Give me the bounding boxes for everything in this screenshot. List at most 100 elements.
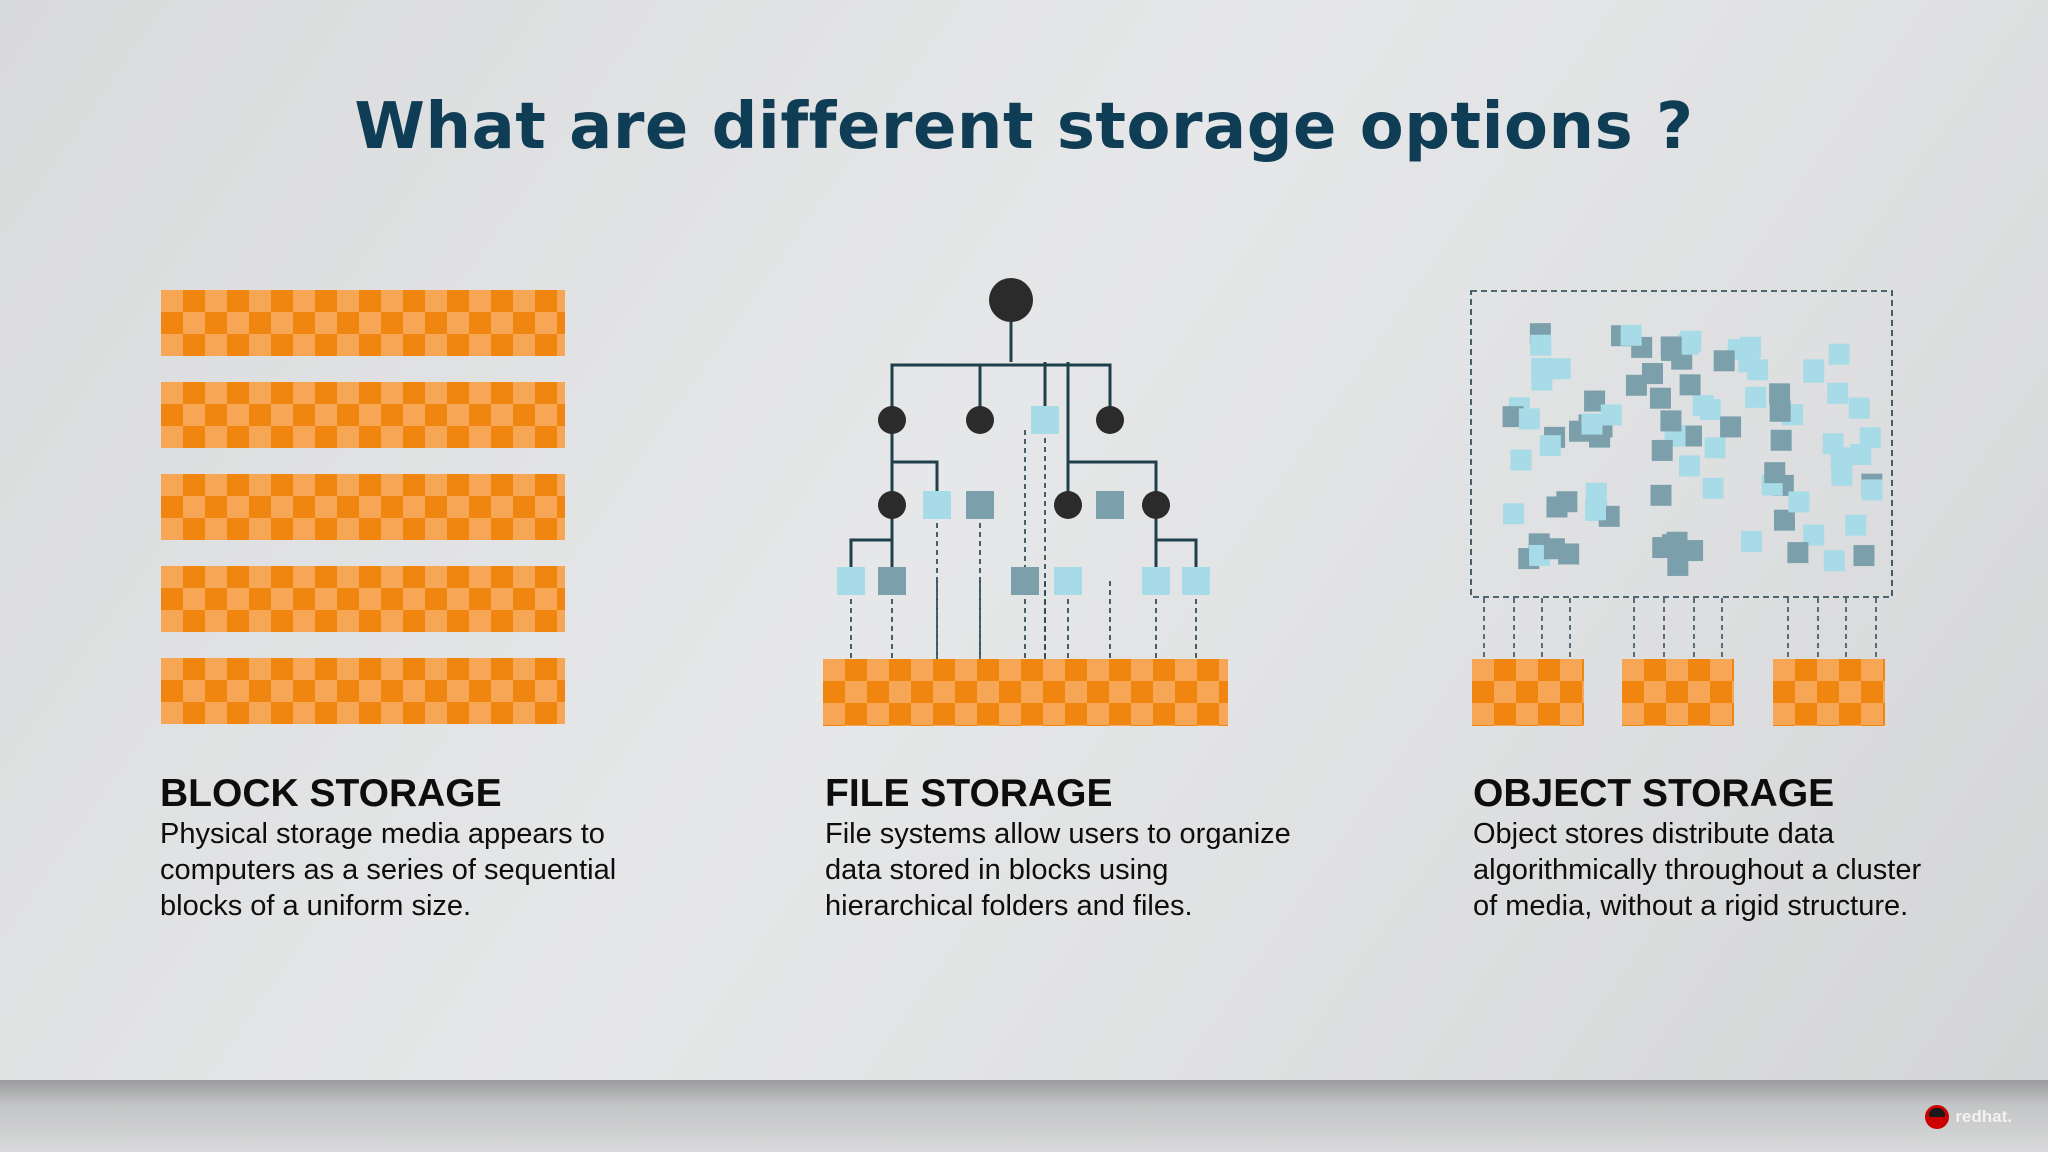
object-square-icon xyxy=(1850,444,1872,466)
object-square-icon xyxy=(1546,496,1568,518)
block-bar xyxy=(161,382,565,448)
object-square-icon xyxy=(1803,361,1825,383)
object-square-icon xyxy=(1625,374,1647,396)
object-block-chunk xyxy=(1773,659,1885,726)
redhat-logo-text: redhat. xyxy=(1955,1107,2012,1126)
folder-node-icon xyxy=(1096,406,1124,434)
object-square-icon xyxy=(1770,429,1792,451)
object-square-icon xyxy=(1641,363,1663,385)
object-square-icon xyxy=(1861,479,1883,501)
tree-branch xyxy=(849,505,894,581)
file-block-bar xyxy=(823,659,1228,726)
block-bar xyxy=(161,474,565,540)
object-square-icon xyxy=(1584,390,1606,412)
block-bar xyxy=(161,290,565,356)
object-square-icon xyxy=(1549,358,1571,380)
object-square-icon xyxy=(1679,374,1701,396)
object-square-icon xyxy=(1620,324,1642,346)
object-block-chunk xyxy=(1472,659,1584,726)
file-storage-section: FILE STORAGE File systems allow users to… xyxy=(825,772,1295,924)
object-square-icon xyxy=(1660,410,1682,432)
object-square-icon xyxy=(1600,404,1622,426)
block-storage-description: Physical storage media appears to comput… xyxy=(160,818,617,922)
root-node-icon xyxy=(989,278,1033,322)
object-square-icon xyxy=(1745,386,1767,408)
object-square-icon xyxy=(1788,491,1810,513)
object-square-icon xyxy=(1649,387,1671,409)
object-square-icon xyxy=(1803,524,1825,546)
tree-branch xyxy=(892,460,939,505)
object-square-icon xyxy=(1584,499,1606,521)
file-storage-heading: FILE STORAGE xyxy=(825,772,1113,815)
folder-node-icon xyxy=(1054,491,1082,519)
file-square-icon xyxy=(1054,567,1082,595)
object-square-icon xyxy=(1787,542,1809,564)
object-square-icon xyxy=(1581,413,1603,435)
folder-node-icon xyxy=(966,406,994,434)
file-square-icon xyxy=(1031,406,1059,434)
file-square-icon xyxy=(1011,567,1039,595)
object-square-icon xyxy=(1650,484,1672,506)
object-square-icon xyxy=(1518,408,1540,430)
object-square-icon xyxy=(1720,416,1742,438)
file-square-icon xyxy=(966,491,994,519)
object-square-icon xyxy=(1692,395,1714,417)
object-square-icon xyxy=(1558,543,1580,565)
file-square-icon xyxy=(1142,567,1170,595)
object-square-icon xyxy=(1747,359,1769,381)
folder-node-icon xyxy=(878,491,906,519)
object-square-icon xyxy=(1502,406,1524,428)
object-square-icon xyxy=(1769,383,1791,405)
object-square-icon xyxy=(1828,343,1850,365)
tree-branch xyxy=(1154,505,1198,581)
object-square-icon xyxy=(1652,537,1674,559)
object-square-icon xyxy=(1764,462,1786,484)
file-square-icon xyxy=(1182,567,1210,595)
object-storage-heading: OBJECT STORAGE xyxy=(1473,772,1835,815)
object-square-icon xyxy=(1530,334,1552,356)
object-square-icon xyxy=(1827,382,1849,404)
block-storage-heading: BLOCK STORAGE xyxy=(160,772,502,815)
file-storage-illustration xyxy=(823,278,1228,726)
object-square-icon xyxy=(1503,503,1525,525)
slide-title: What are different storage options ? xyxy=(354,90,1694,164)
block-bar xyxy=(161,566,565,632)
object-square-icon xyxy=(1651,439,1673,461)
object-storage-description: Object stores distribute data algorithmi… xyxy=(1473,818,1922,922)
object-square-icon xyxy=(1679,455,1701,477)
object-square-icon xyxy=(1713,350,1735,372)
folder-node-icon xyxy=(1142,491,1170,519)
folder-node-icon xyxy=(878,406,906,434)
file-square-icon xyxy=(878,567,906,595)
object-square-icon xyxy=(1859,427,1881,449)
object-square-icon xyxy=(1531,369,1553,391)
file-storage-description: File systems allow users to organize dat… xyxy=(825,818,1291,922)
tree-branch xyxy=(890,363,1112,418)
tree-branch xyxy=(1068,460,1158,505)
object-square-icon xyxy=(1660,336,1682,358)
object-square-icon xyxy=(1830,447,1852,469)
object-square-icon xyxy=(1704,437,1726,459)
object-square-icon xyxy=(1678,333,1700,355)
object-square-icon xyxy=(1769,400,1791,422)
object-square-icon xyxy=(1667,554,1689,576)
object-square-icon xyxy=(1510,449,1532,471)
footer-bar xyxy=(0,1080,2048,1152)
object-square-icon xyxy=(1702,477,1724,499)
file-square-icon xyxy=(923,491,951,519)
file-square-icon xyxy=(1096,491,1124,519)
object-square-icon xyxy=(1741,531,1763,553)
object-storage-illustration xyxy=(1470,290,1893,726)
block-bar xyxy=(161,658,565,724)
block-storage-section: BLOCK STORAGE Physical storage media app… xyxy=(160,772,630,924)
redhat-logo: redhat. xyxy=(1925,1105,2012,1129)
object-square-icon xyxy=(1680,425,1702,447)
block-storage-illustration xyxy=(161,290,565,724)
object-square-icon xyxy=(1853,545,1875,567)
object-square-icon xyxy=(1831,464,1853,486)
object-square-icon xyxy=(1773,509,1795,531)
object-pool-boundary xyxy=(1470,290,1893,598)
object-square-icon xyxy=(1848,397,1870,419)
object-square-icon xyxy=(1585,482,1607,504)
